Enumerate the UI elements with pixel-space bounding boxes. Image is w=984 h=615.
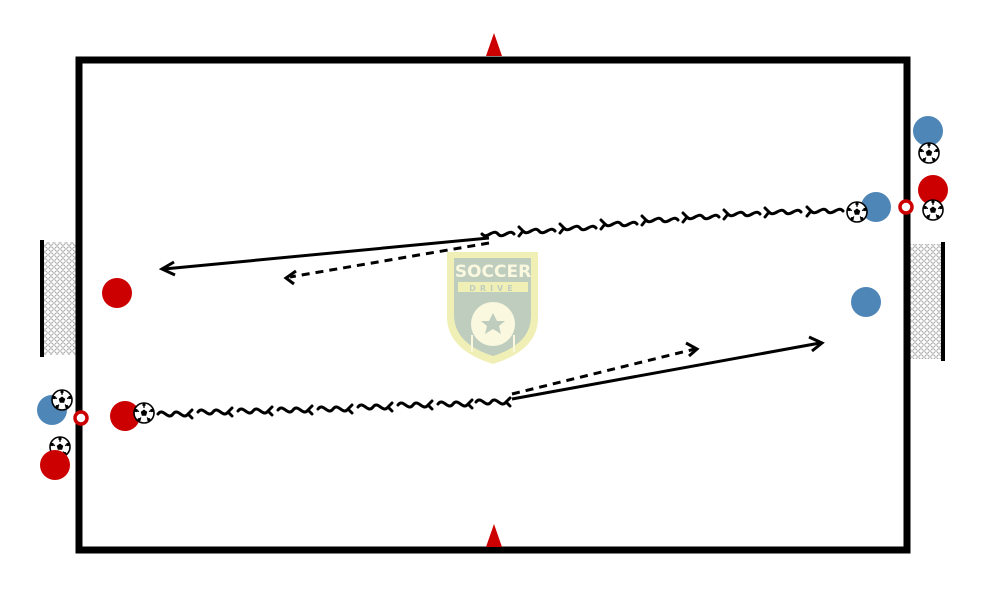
soccer-drive-logo: SOCCER DRIVE [447,252,538,364]
soccer-ball-icon [51,389,73,411]
run-arrow-top [289,241,490,279]
logo-top-text: SOCCER [455,262,531,282]
red-player-icon [918,175,948,205]
red-player-icon [40,450,70,480]
field-boundary [75,56,911,554]
run-arrow-top-head [283,269,297,286]
ring-marker-icon [73,410,89,426]
bottom-cone-icon [486,524,502,547]
run-arrow-bottom-head [685,341,700,358]
right-goal-icon [910,242,945,361]
top-cone-icon [486,33,502,56]
ring-marker-icon [898,199,914,215]
pass-arrow-top-head [158,260,176,277]
left-goal-icon [40,240,77,357]
run-arrow-bottom [511,347,696,396]
pass-arrow-top [163,236,490,271]
soccer-ball-icon [922,199,944,221]
pass-arrow-bottom [511,341,821,401]
blue-player-icon [851,287,881,317]
soccer-ball-icon [133,402,155,424]
dribble-path-bottom [156,396,512,420]
blue-player-icon [913,116,943,146]
red-player-icon [110,401,140,431]
pass-arrow-bottom-head [808,335,825,353]
blue-player-icon [861,192,891,222]
logo-bottom-text: DRIVE [469,284,516,293]
dribble-path-top [480,205,845,238]
soccer-ball-icon [918,142,940,164]
soccer-ball-icon [846,201,868,223]
red-player-icon [102,278,132,308]
